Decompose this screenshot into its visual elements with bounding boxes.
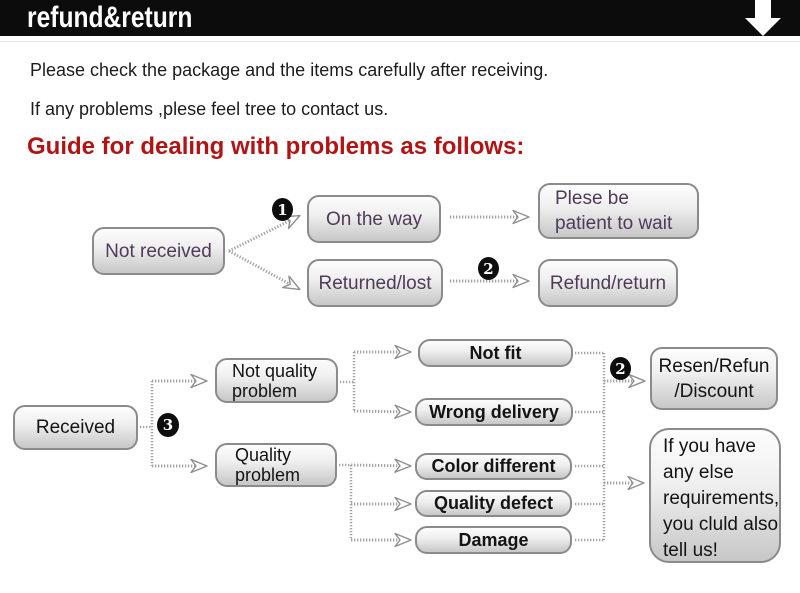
badge-3: 3: [157, 413, 179, 437]
badge-2-top: 2: [478, 257, 499, 280]
node-not-fit: Not fit: [418, 339, 573, 367]
intro-line-1: Please check the package and the items c…: [30, 60, 549, 80]
badge-2-bottom: 2: [610, 357, 631, 380]
top-flow-connectors: [228, 209, 530, 291]
node-wrong-delivery: Wrong delivery: [415, 398, 573, 426]
node-received: Received: [13, 405, 138, 450]
node-resend-refund-discount: Resen/Refun /Discount: [650, 347, 778, 410]
node-color-different: Color different: [415, 453, 572, 480]
badge-1: 1: [272, 198, 293, 221]
arrow-to-colordifferent: [350, 458, 412, 473]
arrow-notreceived-ontheway: [228, 214, 301, 253]
divider-line: [0, 41, 800, 42]
guide-heading: Guide for dealing with problems as follo…: [27, 133, 525, 160]
intro-line-2: If any problems ,plese feel tree to cont…: [30, 99, 389, 119]
node-not-quality-problem: Not quality problem: [215, 358, 338, 403]
node-quality-defect: Quality defect: [415, 490, 572, 517]
arrow-to-wrongdelivery: [353, 404, 412, 419]
node-quality-problem: Quality problem: [215, 443, 337, 487]
node-damage: Damage: [415, 526, 572, 554]
node-be-patient: Plese be patient to wait: [538, 183, 699, 239]
down-arrow-icon: [745, 0, 781, 36]
arrow-notreceived-returnedlost: [228, 249, 301, 291]
banner-title: refund&return: [27, 1, 193, 34]
node-refund-return: Refund/return: [538, 259, 678, 307]
node-not-received: Not received: [92, 227, 225, 275]
bottom-flow-connectors: [140, 344, 646, 548]
node-on-the-way: On the way: [307, 195, 441, 243]
banner: refund&return: [0, 0, 800, 36]
node-other-requirements: If you have any else requirements, you c…: [649, 428, 781, 563]
node-returned-lost: Returned/lost: [307, 259, 443, 307]
